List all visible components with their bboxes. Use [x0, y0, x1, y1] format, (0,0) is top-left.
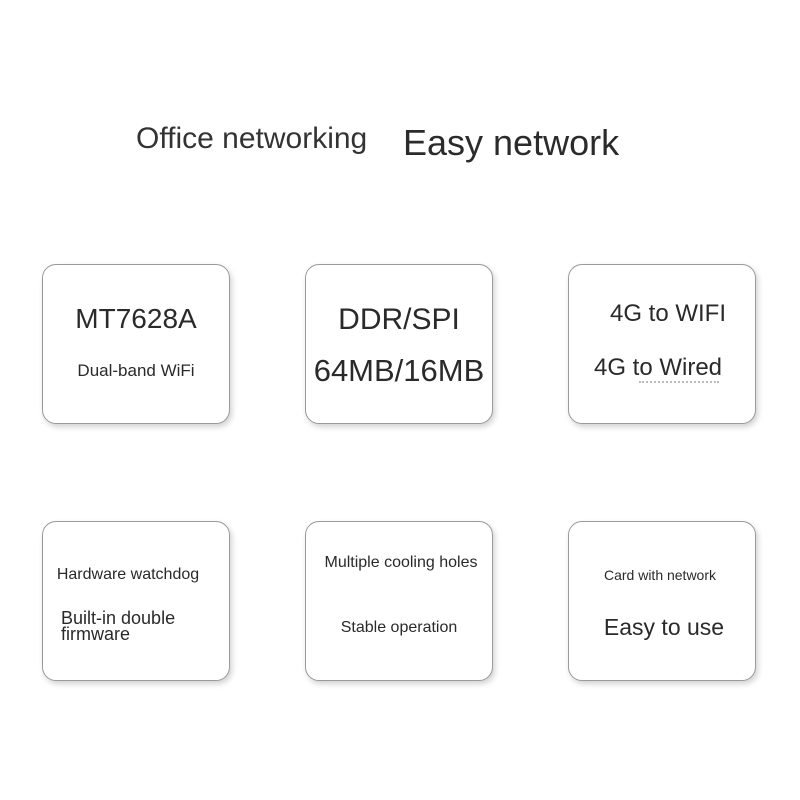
card-subtitle: 64MB/16MB	[313, 353, 485, 388]
card-subtitle: Stable operation	[340, 619, 458, 636]
card-subtitle: 4G to Wired	[593, 354, 723, 381]
feature-card-chipset: MT7628A Dual-band WiFi	[42, 264, 230, 424]
headline: Office networking Easy network	[0, 118, 800, 168]
feature-card-ease-of-use: Card with network Easy to use	[568, 521, 756, 681]
card-subtitle: Built-in double firmware	[61, 608, 176, 644]
feature-card-watchdog: Hardware watchdog Built-in double firmwa…	[42, 521, 230, 681]
feature-card-memory: DDR/SPI 64MB/16MB	[305, 264, 493, 424]
card-title: DDR/SPI	[338, 303, 460, 336]
card-subtitle: Dual-band WiFi	[77, 361, 195, 380]
card-title: Hardware watchdog	[56, 566, 200, 583]
text-artifact	[639, 381, 719, 387]
feature-card-connectivity: 4G to WIFI 4G to Wired	[568, 264, 756, 424]
headline-easy-network: Easy network	[403, 122, 620, 163]
card-title: Card with network	[603, 567, 717, 583]
feature-card-cooling: Multiple cooling holes Stable operation	[305, 521, 493, 681]
headline-office-networking: Office networking	[136, 122, 368, 155]
card-title: MT7628A	[75, 303, 197, 334]
card-title: Multiple cooling holes	[324, 554, 478, 571]
card-title: 4G to WIFI	[609, 300, 726, 327]
card-subtitle: Easy to use	[603, 614, 725, 640]
